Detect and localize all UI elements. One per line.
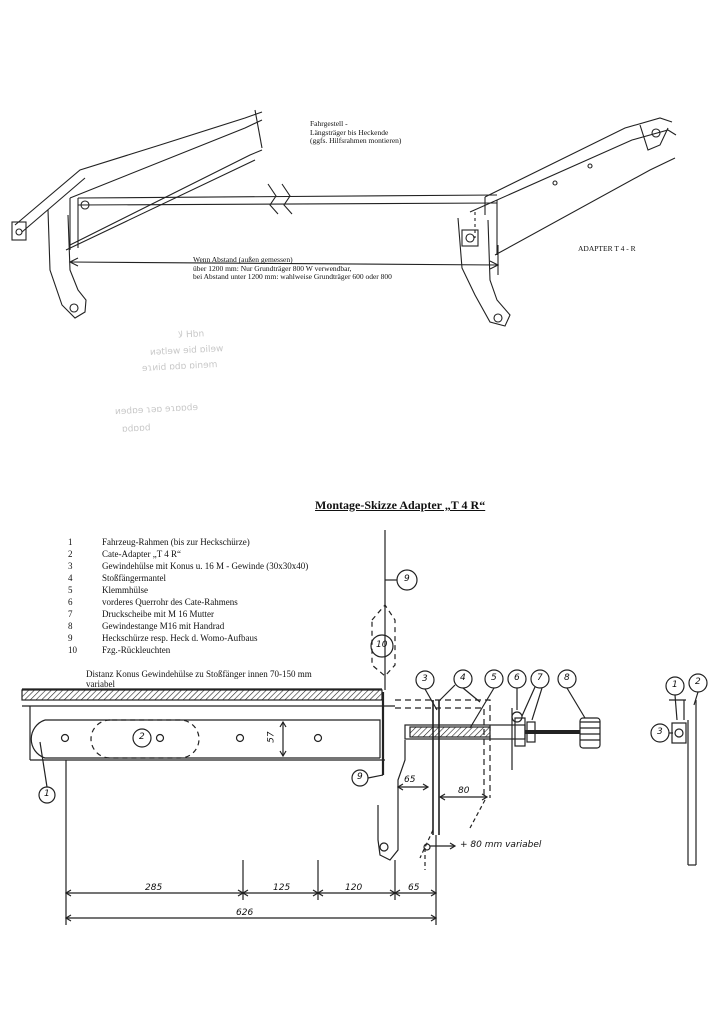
dim-125: 125 xyxy=(273,883,291,893)
dim-80: 80 xyxy=(458,786,470,796)
callout-1: 1 xyxy=(44,789,50,799)
callout-5: 5 xyxy=(491,673,497,683)
side-callout-1: 1 xyxy=(672,680,678,690)
side-callout-3: 3 xyxy=(657,727,663,737)
caption-line-1: Fahrgestell - xyxy=(310,119,348,128)
distance-line-2: über 1200 mm: Nur Grundträger 800 W verw… xyxy=(193,263,352,273)
dim-626: 626 xyxy=(236,908,254,918)
distance-note-line-2: variabel xyxy=(86,679,115,690)
distance-note-line-1: Distanz Konus Gewindehülse zu Stoßfänger… xyxy=(86,669,312,679)
dim-120: 120 xyxy=(345,883,363,893)
callout-9-top: 9 xyxy=(404,574,410,584)
assembly-title: Montage-Skizze Adapter „T 4 R“ xyxy=(315,498,486,512)
dim-65-top: 65 xyxy=(404,775,416,785)
callout-10: 10 xyxy=(376,640,388,650)
callout-8: 8 xyxy=(564,673,570,683)
caption-line-2: Längsträger bis Heckende xyxy=(310,127,389,137)
adapter-label: ADAPTER T 4 - R xyxy=(578,244,636,253)
callout-3: 3 xyxy=(422,674,428,684)
caption-line-3: (ggfs. Hilfsrahmen montieren) xyxy=(310,136,402,146)
dim-285: 285 xyxy=(145,883,163,893)
distance-line-1: Wenn Abstand (außen gemessen) xyxy=(193,255,293,264)
side-callout-2: 2 xyxy=(695,677,701,687)
callout-6: 6 xyxy=(514,673,520,683)
distance-line-3: bei Abstand unter 1200 mm: wahlweise Gru… xyxy=(193,272,392,282)
callout-2: 2 xyxy=(139,732,145,742)
callout-7: 7 xyxy=(537,673,543,683)
callout-4: 4 xyxy=(460,673,466,683)
dim-65-bottom: 65 xyxy=(408,883,420,893)
dim-57: 57 xyxy=(266,731,277,743)
dim-variabel: + 80 mm variabel xyxy=(460,840,542,850)
callout-9-bottom: 9 xyxy=(357,772,363,782)
